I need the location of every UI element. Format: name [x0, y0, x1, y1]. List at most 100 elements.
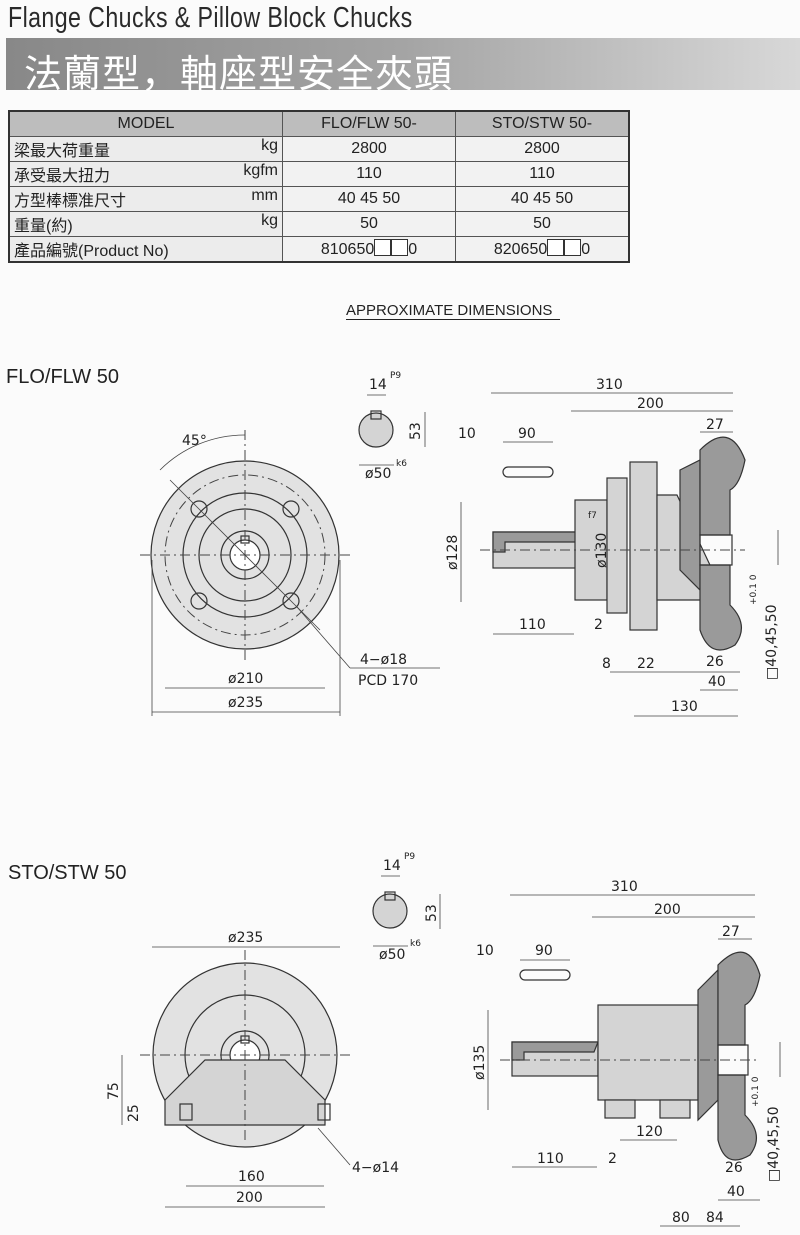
col-sto: STO/STW 50- — [455, 110, 630, 137]
row-label: 梁最大荷重量 — [14, 143, 111, 160]
product-no: 810650 — [320, 241, 375, 258]
cell: 820650 0 — [455, 236, 630, 263]
cell: 2800 — [282, 136, 456, 162]
dim-label: 110 — [537, 1151, 564, 1167]
dim-label: 40 — [727, 1184, 745, 1200]
dim-label: 10 — [458, 426, 476, 442]
row-label: 承受最大扭力 — [14, 168, 111, 185]
dim-label: ø135 — [472, 1045, 488, 1080]
dim-label: ø235 — [228, 695, 263, 711]
dim-label: 310 — [611, 879, 638, 895]
dim-label: 27 — [722, 924, 740, 940]
cell: 2800 — [455, 136, 630, 162]
tolerance: f7 — [588, 511, 597, 521]
dim-label: 27 — [706, 417, 724, 433]
tolerance: P9 — [390, 371, 401, 381]
cell: 50 — [282, 211, 456, 237]
dim-label: 25 — [126, 1104, 142, 1122]
product-suffix: 0 — [581, 241, 591, 258]
table-row: 產品編號(Product No) 810650 0 820650 0 — [8, 236, 630, 263]
angle-label: 45° — [182, 433, 207, 449]
tolerance: +0.1 0 — [751, 1076, 761, 1107]
pcd-label: PCD 170 — [358, 673, 418, 689]
placeholder-box — [391, 239, 409, 256]
holes-label: 4−ø18 — [360, 652, 407, 668]
dim-label: ø235 — [228, 930, 263, 946]
table-header: MODEL FLO/FLW 50- STO/STW 50- — [8, 110, 630, 137]
dim-label: 200 — [654, 902, 681, 918]
cell: 40 45 50 — [282, 186, 456, 212]
cell: 110 — [455, 161, 630, 187]
dim-label: 40 — [708, 674, 726, 690]
dim-label: 14 — [369, 377, 387, 393]
dim-label: 90 — [518, 426, 536, 442]
dim-label: 75 — [106, 1082, 122, 1100]
flo-front-view: 45° ø210 ø235 4−ø18 PCD 170 — [140, 430, 440, 716]
chinese-title: 法蘭型，軸座型安全夾頭 — [24, 52, 454, 96]
dim-label: 160 — [238, 1169, 265, 1185]
dim-label: 120 — [636, 1124, 663, 1140]
cell: 110 — [282, 161, 456, 187]
cell: 810650 0 — [282, 236, 456, 263]
dim-label: ø128 — [445, 535, 461, 570]
row-unit: mm — [251, 187, 278, 204]
placeholder-box — [547, 239, 565, 256]
sto-keyway-view: 14 P9 53 ø50 k6 — [372, 852, 441, 963]
dim-label: ø50 — [365, 466, 391, 482]
holes-label: 4−ø14 — [352, 1160, 399, 1176]
dim-label: 14 — [383, 858, 401, 874]
sto-front-view: ø235 75 25 160 200 4−ø14 — [106, 930, 399, 1208]
dim-label: 22 — [637, 656, 655, 672]
tolerance: k6 — [410, 939, 421, 949]
dim-label: 84 — [706, 1210, 724, 1226]
cell: 40 45 50 — [455, 186, 630, 212]
dim-label: 53 — [424, 904, 440, 922]
dim-label: 8 — [602, 656, 611, 672]
dim-label: 200 — [637, 396, 664, 412]
dim-label: 130 — [671, 699, 698, 715]
tolerance: P9 — [404, 852, 415, 862]
dim-label: □40,45,50 — [766, 1106, 782, 1182]
product-no: 820650 — [493, 241, 548, 258]
row-label: 重量(約) — [14, 218, 73, 235]
dim-label: ø130 — [594, 533, 610, 568]
row-label: 方型棒標准尺寸 — [14, 193, 127, 210]
dim-label: 110 — [519, 617, 546, 633]
dim-label: 90 — [535, 943, 553, 959]
dim-label: 26 — [725, 1160, 743, 1176]
col-model: MODEL — [8, 110, 283, 137]
approx-dimensions-heading: APPROXIMATE DIMENSIONS — [346, 302, 561, 320]
dim-label: 80 — [672, 1210, 690, 1226]
row-unit: kgfm — [243, 162, 278, 179]
dim-label: □40,45,50 — [764, 604, 780, 680]
placeholder-box — [374, 239, 392, 256]
title-band: 法蘭型，軸座型安全夾頭 — [6, 38, 800, 96]
row-label: 產品編號(Product No) — [14, 243, 169, 260]
flo-model-label: FLO/FLW 50 — [6, 366, 119, 388]
page-title: Flange Chucks & Pillow Block Chucks — [8, 2, 413, 34]
row-unit: kg — [261, 212, 278, 229]
dim-label: 53 — [408, 422, 424, 440]
dim-label: 2 — [608, 1151, 617, 1167]
tolerance: +0.1 0 — [749, 574, 759, 605]
dim-label: 10 — [476, 943, 494, 959]
product-suffix: 0 — [408, 241, 418, 258]
cell: 50 — [455, 211, 630, 237]
row-unit: kg — [261, 137, 278, 154]
dim-label: ø210 — [228, 671, 263, 687]
dim-label: 200 — [236, 1190, 263, 1206]
col-flo: FLO/FLW 50- — [282, 110, 456, 137]
flo-keyway-view: 14 P9 53 ø50 k6 — [358, 371, 426, 482]
placeholder-box — [564, 239, 582, 256]
sto-side-view: 310 200 10 90 27 ø135 120 110 2 26 40 80… — [472, 879, 782, 1227]
sto-model-label: STO/STW 50 — [8, 862, 127, 884]
flo-side-view: 310 200 10 90 27 ø128 ø130 f7 110 2 8 22… — [445, 377, 780, 717]
dim-label: 26 — [706, 654, 724, 670]
